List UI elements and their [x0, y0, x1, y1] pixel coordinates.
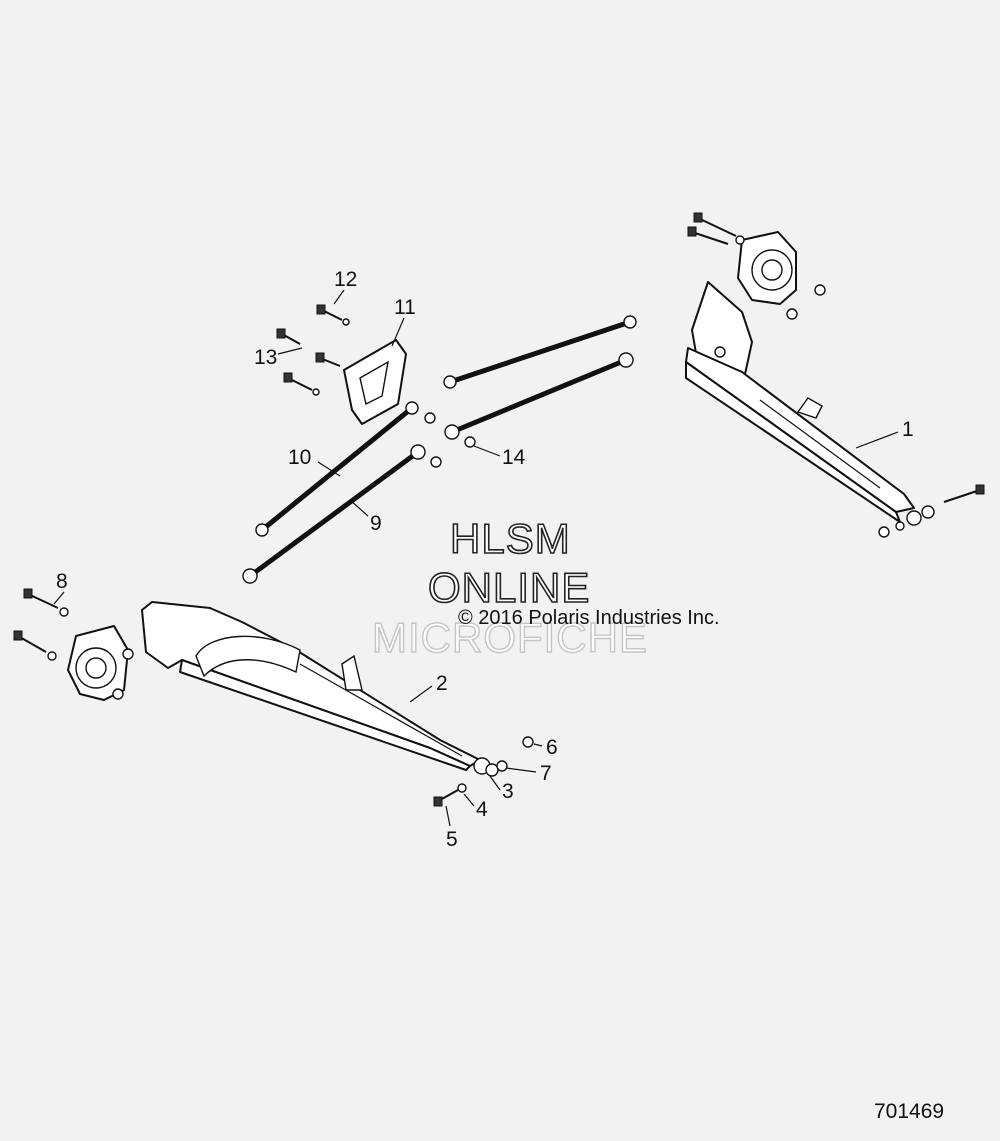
copyright-notice: © 2016 Polaris Industries Inc.: [458, 607, 720, 629]
callout-5: 5: [446, 828, 458, 851]
watermark-hlsm: HLSM: [450, 515, 571, 562]
knuckle-right[interactable]: [737, 231, 797, 305]
knuckle-left[interactable]: [67, 625, 129, 701]
bolts-right-knuckle[interactable]: [687, 212, 826, 320]
callout-3: 3: [502, 780, 514, 803]
bushing-hardware-right[interactable]: [878, 484, 985, 538]
callout-11: 11: [394, 296, 416, 319]
trailing-arm-left[interactable]: [141, 601, 481, 771]
callout-8: 8: [56, 570, 68, 593]
callout-2: 2: [436, 672, 448, 695]
watermark-online: ONLINE: [428, 564, 590, 611]
radius-rod-upper-a[interactable]: [443, 315, 637, 389]
bolt-12[interactable]: [316, 304, 350, 326]
bolts-13[interactable]: [276, 328, 341, 396]
callout-10: 10: [288, 446, 311, 469]
callout-13: 13: [254, 346, 277, 369]
callout-9: 9: [370, 512, 382, 535]
diagram-reference-number: 701469: [874, 1100, 944, 1123]
trailing-arm-right[interactable]: [685, 281, 915, 523]
nut-14[interactable]: [464, 436, 476, 448]
bracket-11[interactable]: [343, 339, 407, 425]
callout-6: 6: [546, 736, 558, 759]
callout-1: 1: [902, 418, 914, 441]
watermark-microfiche: MICROFICHE: [372, 614, 648, 661]
leader-lines: [53, 289, 899, 827]
callout-12: 12: [334, 268, 357, 291]
radius-rod-10[interactable]: [255, 401, 436, 537]
radius-rod-upper-b[interactable]: [444, 352, 634, 440]
bushing-hardware-left[interactable]: [433, 736, 534, 807]
radius-rod-9[interactable]: [242, 444, 442, 584]
callout-7: 7: [540, 762, 552, 785]
bolts-8[interactable]: [13, 588, 134, 700]
callout-14: 14: [502, 446, 526, 469]
callout-4: 4: [476, 798, 488, 821]
